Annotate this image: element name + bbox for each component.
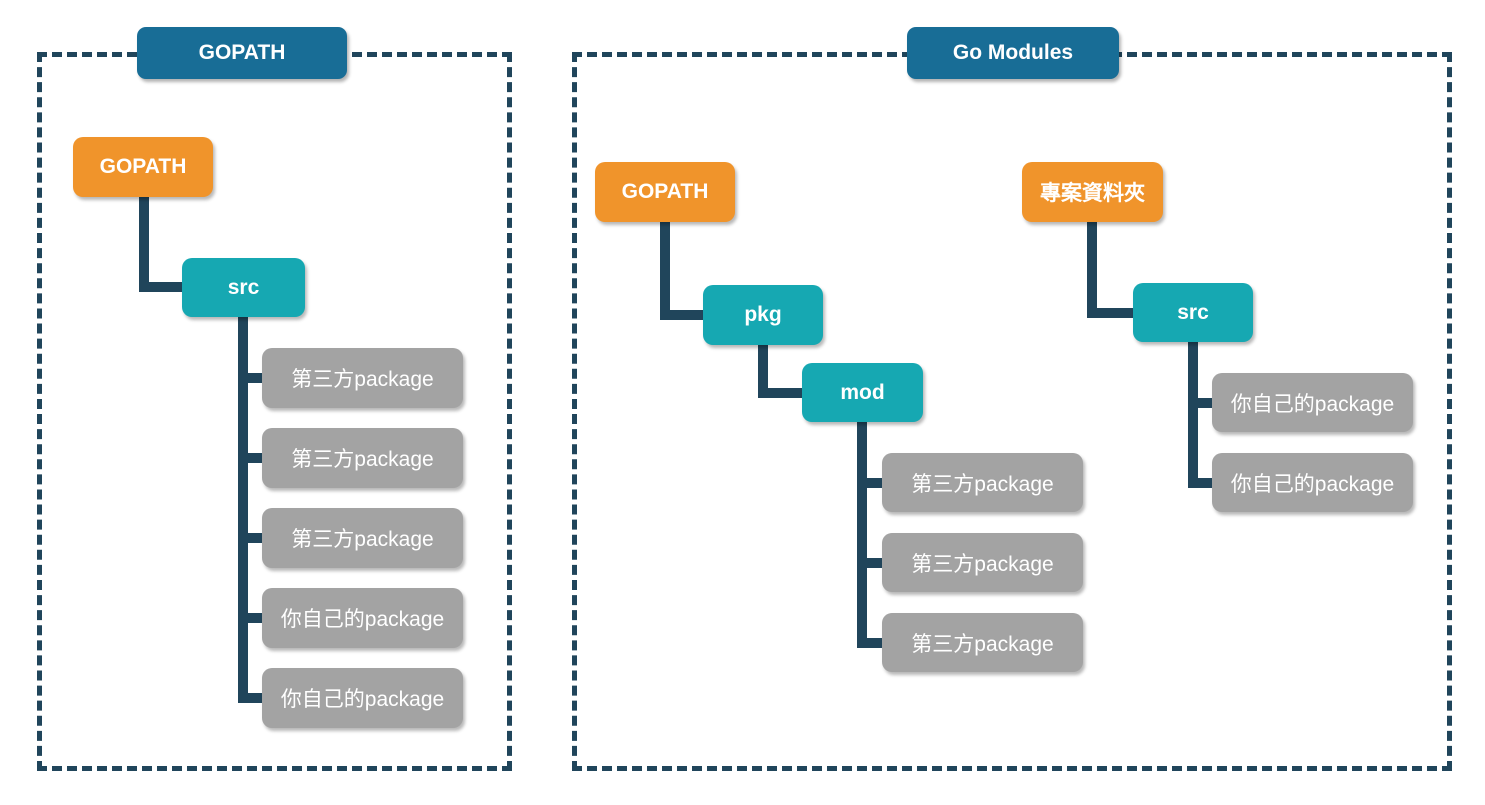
connector-line [238,693,262,703]
connector-line [238,533,262,543]
node-project-folder: 專案資料夾 [1022,162,1163,222]
connector-line [238,373,262,383]
connector-line [139,282,182,292]
node-third-party-package: 第三方package [882,533,1083,592]
node-gopath-root: GOPATH [73,137,213,197]
panel-title-go-modules: Go Modules [907,27,1119,79]
node-pkg-folder: pkg [703,285,823,345]
node-gopath-root: GOPATH [595,162,735,222]
node-third-party-package: 第三方package [882,613,1083,672]
connector-line [1188,398,1212,408]
connector-line [238,613,262,623]
node-your-own-package: 你自己的package [262,588,463,648]
connector-line [238,453,262,463]
node-src-folder: src [182,258,305,317]
connector-line [660,310,703,320]
connector-line [1087,308,1133,318]
connector-line [857,478,882,488]
connector-line [857,638,882,648]
node-mod-folder: mod [802,363,923,422]
node-third-party-package: 第三方package [262,348,463,408]
node-your-own-package: 你自己的package [1212,373,1413,432]
connector-line [857,422,867,648]
panel-title-gopath: GOPATH [137,27,347,79]
connector-line [857,558,882,568]
node-your-own-package: 你自己的package [1212,453,1413,512]
connector-line [238,317,248,703]
connector-line [139,197,149,292]
connector-line [758,388,802,398]
connector-line [660,222,670,320]
node-third-party-package: 第三方package [262,508,463,568]
connector-line [1188,478,1212,488]
connector-line [1188,342,1198,488]
node-third-party-package: 第三方package [262,428,463,488]
node-third-party-package: 第三方package [882,453,1083,512]
node-src-folder: src [1133,283,1253,342]
connector-line [758,345,768,398]
node-your-own-package: 你自己的package [262,668,463,728]
connector-line [1087,222,1097,318]
